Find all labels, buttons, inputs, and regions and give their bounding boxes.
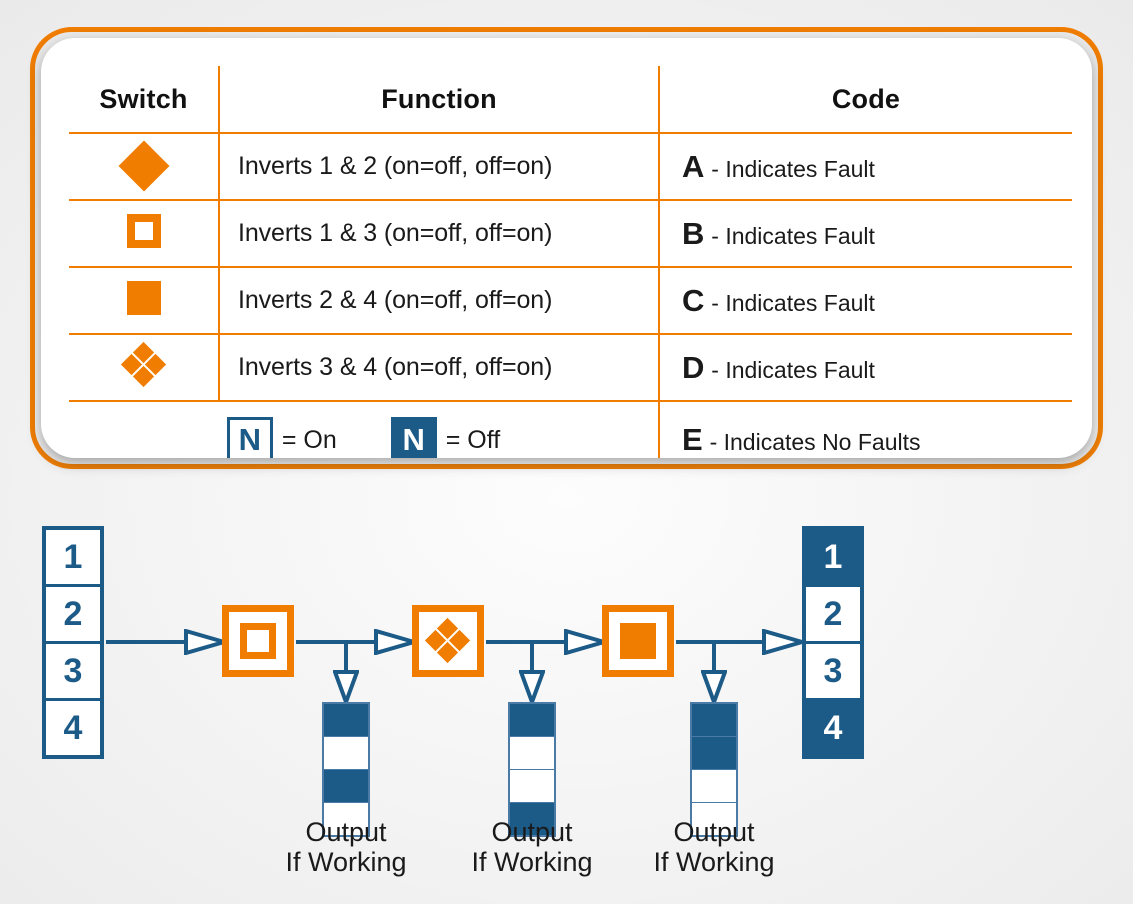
switch-cell	[69, 266, 219, 334]
output-bits-1	[322, 702, 370, 837]
legend-on-label: = On	[281, 425, 337, 454]
switch-flow-diagram: 1 2 3 4	[0, 469, 1133, 904]
square-solid-icon	[620, 623, 656, 659]
code-letter: C	[682, 282, 705, 318]
output-bit	[509, 802, 555, 836]
code-text: - Indicates Fault	[711, 289, 875, 316]
function-cell: Inverts 1 & 2 (on=off, off=on)	[218, 132, 659, 200]
output-label-line1: Output	[305, 817, 387, 847]
function-cell: Inverts 1 & 3 (on=off, off=on)	[218, 199, 659, 267]
switch-function-code-table: Switch Function Code Inverts 1 & 2 (on=o…	[69, 66, 1072, 458]
table-legend-row: N = On N = Off E - Indicates No Faults	[69, 400, 1072, 458]
flow-arrow-4	[676, 629, 804, 655]
output-label-2: Output If Working	[417, 817, 647, 877]
flow-node-switch-3[interactable]	[602, 605, 674, 677]
table-row: Inverts 3 & 4 (on=off, off=on) D - Indic…	[69, 333, 1072, 401]
input-cell-2: 2	[44, 585, 102, 643]
output-switch-stack: 1 2 3 4	[802, 526, 864, 759]
flow-node-switch-2[interactable]	[412, 605, 484, 677]
flow-arrow-1	[106, 629, 226, 655]
output-label-line2: If Working	[285, 847, 407, 878]
table-row: Inverts 2 & 4 (on=off, off=on) C - Indic…	[69, 266, 1072, 334]
code-cell: E - Indicates No Faults	[658, 400, 1072, 458]
quad-diamond-icon	[120, 341, 166, 388]
code-text: - Indicates Fault	[711, 155, 875, 182]
code-cell: C - Indicates Fault	[658, 266, 1072, 334]
square-outline-icon	[126, 214, 161, 248]
output-bits-2	[508, 702, 556, 837]
square-solid-icon	[126, 281, 161, 315]
output-cell-4: 4	[804, 699, 862, 757]
branch-arrow-1	[333, 642, 359, 704]
code-text: - Indicates No Faults	[709, 429, 921, 455]
header-code: Code	[658, 66, 1072, 133]
switch-cell	[69, 132, 219, 200]
code-letter: B	[682, 215, 705, 251]
code-text: - Indicates Fault	[711, 356, 875, 383]
flow-node-switch-1[interactable]	[222, 605, 294, 677]
code-cell: A - Indicates Fault	[658, 132, 1072, 200]
card-inner-panel: Switch Function Code Inverts 1 & 2 (on=o…	[41, 38, 1092, 458]
output-bit	[323, 736, 369, 770]
output-bit	[691, 769, 737, 803]
table-row: Inverts 1 & 3 (on=off, off=on) B - Indic…	[69, 199, 1072, 267]
table-row: Inverts 1 & 2 (on=off, off=on) A - Indic…	[69, 132, 1072, 200]
output-bit	[509, 769, 555, 803]
header-function: Function	[218, 66, 659, 133]
output-cell-1: 1	[804, 528, 862, 586]
legend-on: N = On	[226, 417, 337, 458]
function-cell: Inverts 3 & 4 (on=off, off=on)	[218, 333, 659, 401]
output-label-line2: If Working	[653, 847, 775, 878]
output-label-1: Output If Working	[231, 817, 461, 877]
output-label-line1: Output	[673, 817, 755, 847]
switch-off-icon: N	[390, 417, 437, 458]
output-bit	[509, 736, 555, 770]
legend-off-label: = Off	[445, 425, 501, 454]
output-cell-2: 2	[804, 585, 862, 643]
input-cell-4: 4	[44, 699, 102, 757]
output-bit	[323, 769, 369, 803]
output-label-3: Output If Working	[599, 817, 829, 877]
header-switch: Switch	[99, 83, 188, 114]
output-bit	[691, 802, 737, 836]
code-letter: E	[682, 422, 704, 457]
diamond-solid-icon	[118, 140, 169, 191]
output-label-line1: Output	[491, 817, 573, 847]
quad-diamond-icon	[424, 617, 471, 664]
switch-reference-card: Switch Function Code Inverts 1 & 2 (on=o…	[30, 27, 1103, 469]
output-bits-3	[690, 702, 738, 837]
table-header-row: Switch Function Code	[69, 66, 1072, 133]
legend-cell: N = On N = Off	[69, 400, 659, 458]
code-letter: A	[682, 148, 705, 184]
branch-arrow-2	[519, 642, 545, 704]
function-cell: Inverts 2 & 4 (on=off, off=on)	[218, 266, 659, 334]
code-cell: D - Indicates Fault	[658, 333, 1072, 401]
output-bit	[323, 802, 369, 836]
input-switch-stack: 1 2 3 4	[42, 526, 104, 759]
output-bit	[691, 703, 737, 737]
code-cell: B - Indicates Fault	[658, 199, 1072, 267]
switch-cell	[69, 333, 219, 401]
switch-cell	[69, 199, 219, 267]
branch-arrow-3	[701, 642, 727, 704]
output-cell-3: 3	[804, 642, 862, 700]
switch-on-icon: N	[226, 417, 273, 458]
output-bit	[691, 736, 737, 770]
output-label-line2: If Working	[471, 847, 593, 878]
code-text: - Indicates Fault	[711, 222, 875, 249]
legend-off: N = Off	[390, 417, 501, 458]
input-cell-1: 1	[44, 528, 102, 586]
square-outline-icon	[240, 623, 276, 659]
flow-arrow-3	[486, 629, 606, 655]
input-cell-3: 3	[44, 642, 102, 700]
code-letter: D	[682, 349, 705, 385]
output-bit	[509, 703, 555, 737]
output-bit	[323, 703, 369, 737]
